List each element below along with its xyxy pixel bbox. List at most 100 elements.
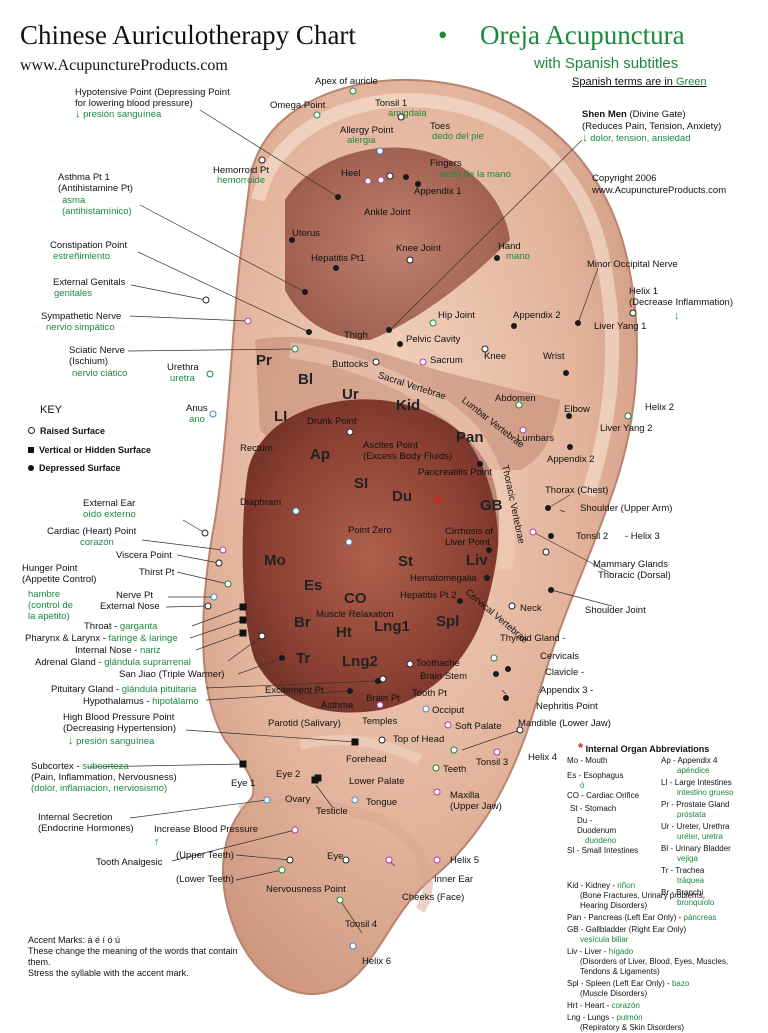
label-throat: Throat - garganta xyxy=(84,621,158,632)
label-urethra-es: uretra xyxy=(170,373,195,384)
label-appendix3: Appendix 3 - xyxy=(540,685,594,696)
abbrev-entry: (Disorders of Liver, Blood, Eyes, Muscle… xyxy=(580,957,729,966)
label-nervousness: Nervousness Point xyxy=(266,884,346,895)
organ-mark-st: St xyxy=(398,553,413,570)
acupoint-marker xyxy=(342,856,350,864)
abbrev-entry: Ap - Appendix 4 xyxy=(661,756,718,765)
label-hypothalamus: Hypothalamus - hipotálamo xyxy=(83,696,199,707)
label-eye: Eye xyxy=(327,851,344,862)
acupoint-marker xyxy=(291,345,299,353)
acupoint-marker xyxy=(493,671,499,677)
label-hbp-es: ↓ presión sanguínea xyxy=(68,735,155,748)
acupoint-marker xyxy=(239,603,247,611)
label-cirrhosis-sub: Liver Point xyxy=(445,537,490,548)
label-omega: Omega Point xyxy=(270,100,326,111)
title-bullet: • xyxy=(438,20,448,50)
label-brainpt: Brain Pt xyxy=(366,693,400,704)
label-hemorroid: Hemorroid Pt xyxy=(213,165,269,176)
abbrev-entry: Hrt - Heart - corazón xyxy=(567,1001,640,1010)
acupoint-marker xyxy=(519,426,527,434)
abbrev-entry: St - Stomach xyxy=(570,804,617,813)
acupoint-marker xyxy=(376,147,384,155)
label-forehead: Forehead xyxy=(346,754,387,765)
label-helix4: Helix 4 xyxy=(528,752,558,763)
acupoint-marker xyxy=(201,529,209,537)
label-hematomegalia: Hematomegalia xyxy=(410,573,477,584)
acupoint-marker xyxy=(224,580,232,588)
abbrev-entry: Pan - Pancreas (Left Ear Only) - páncrea… xyxy=(567,913,717,922)
acupoint-marker xyxy=(278,866,286,874)
abbrev-entry: bronquiolo xyxy=(677,898,715,907)
acupoint-marker xyxy=(349,942,357,950)
acupoint-marker xyxy=(505,666,511,672)
acupoint-marker xyxy=(477,461,483,467)
acupoint-marker xyxy=(364,177,372,185)
label-drunk: Drunk Point xyxy=(307,416,357,427)
abbrev-entry: GB - Gallbladder (Right Ear Only) xyxy=(567,925,687,934)
label-brainstem: Brain Stem xyxy=(420,671,467,682)
acupoint-marker xyxy=(314,774,322,782)
abbrev-entry: Ur - Ureter, Urethra xyxy=(661,822,730,831)
acupoint-marker xyxy=(202,296,210,304)
label-constipation: Constipation Point xyxy=(50,240,128,251)
label-helix1: Helix 1 xyxy=(629,286,659,297)
acupoint-marker xyxy=(386,327,392,333)
label-temples: Temples xyxy=(362,716,398,727)
acupoint-marker xyxy=(629,309,637,317)
label-shoulder: Shoulder (Upper Arm) xyxy=(580,503,673,514)
acupoint-marker xyxy=(545,505,551,511)
label-heel: Heel xyxy=(341,168,361,179)
label-helix6: Helix 6 xyxy=(362,956,392,967)
abbrev-entry: CO - Cardiac Orifice xyxy=(567,791,640,800)
abbrev-entry: tráquea xyxy=(677,876,705,885)
label-liver-yang2: Liver Yang 2 xyxy=(600,423,653,434)
organ-mark-lng2: Lng2 xyxy=(342,653,378,670)
copyright-line-2: www.AcupunctureProducts.com xyxy=(592,185,727,196)
abbrev-entry: Pr - Prostate Gland xyxy=(661,800,730,809)
label-ascites-sub: (Excess Body Fluids) xyxy=(363,451,453,462)
label-thorax: Thorax (Chest) xyxy=(545,485,609,496)
website-url[interactable]: www.AcupunctureProducts.com xyxy=(20,57,228,74)
acupoint-marker xyxy=(209,410,217,418)
label-sympathetic: Sympathetic Nerve xyxy=(41,311,122,322)
acupoint-marker xyxy=(433,788,441,796)
organ-mark-co: CO xyxy=(344,590,367,607)
acupoint-marker xyxy=(397,341,403,347)
label-internal-secretion: Internal Secretion(Endocrine Hormones) xyxy=(38,812,134,834)
label-ovary: Ovary xyxy=(285,794,311,805)
label-point-zero: Point Zero xyxy=(348,525,392,536)
abbrev-entry: Du - xyxy=(577,816,593,825)
abbrev-entry: SI - Small Intestines xyxy=(567,846,639,855)
label-hemorroid-es: hemorroide xyxy=(217,175,266,186)
label-constipation-es: estreñimiento xyxy=(53,251,111,262)
label-fingers-es: dedo de la mano xyxy=(440,169,511,180)
abbrev-entry: Kid - Kidney - riñon xyxy=(567,881,636,890)
acupoint-marker xyxy=(376,701,384,709)
abbrev-entry: Mo - Mouth xyxy=(567,756,608,765)
acupoint-marker xyxy=(444,721,452,729)
acupoint-marker xyxy=(313,111,321,119)
acupoint-marker xyxy=(563,370,569,376)
acupoint-marker xyxy=(422,705,430,713)
label-liver-yang1: Liver Yang 1 xyxy=(594,321,647,332)
chart-title-spanish: Oreja Acupunctura xyxy=(480,20,685,50)
acupoint-marker xyxy=(244,317,252,325)
label-adrenal: Adrenal Gland - glándula suprarrenal xyxy=(35,657,191,668)
acupoint-marker xyxy=(210,593,218,601)
abbrev-entry: (Bone Fractures, Urinary problems, xyxy=(580,891,705,900)
label-lumbars: Lumbars xyxy=(517,433,554,444)
key-vertical: Vertical or Hidden Surface xyxy=(28,445,151,456)
label-appendix2: Appendix 2 xyxy=(513,310,561,321)
label-hand: Hand xyxy=(498,241,521,252)
organ-mark-br: Br xyxy=(294,614,311,631)
label-viscera: Viscera Point xyxy=(116,550,172,561)
label-tonsil1: Tonsil 1 xyxy=(375,98,408,109)
label-external-ear-es: oído externo xyxy=(83,509,136,520)
abbrev-entry: vejiga xyxy=(677,854,698,863)
acupoint-marker xyxy=(503,695,509,701)
acupoint-marker xyxy=(347,688,353,694)
